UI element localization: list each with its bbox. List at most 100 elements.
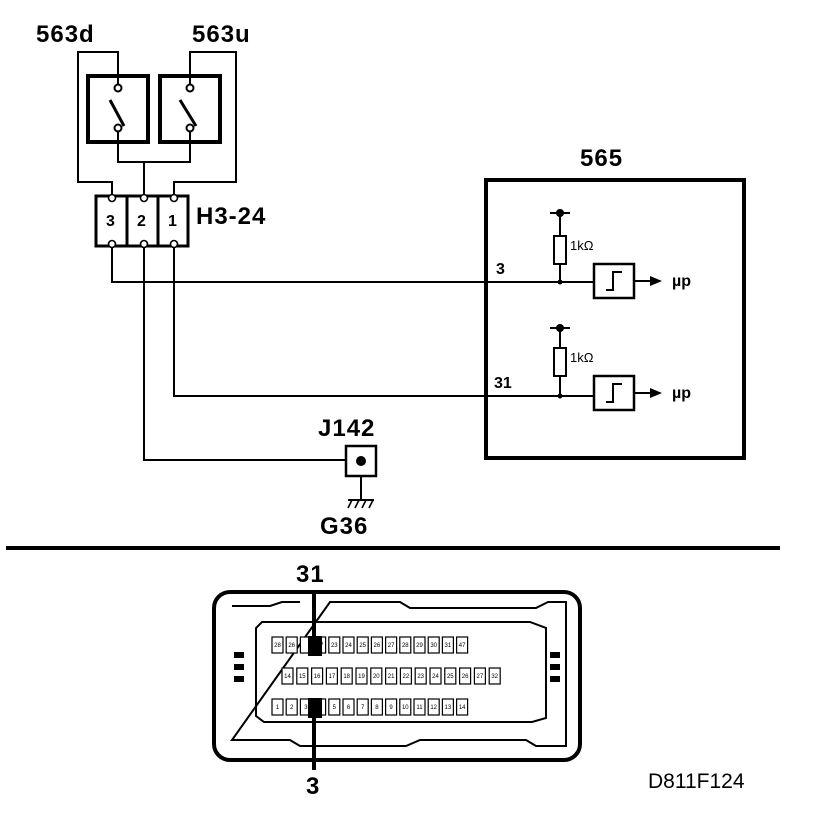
plug-pin-cell: [427, 698, 440, 716]
plug-pin-number: 7: [361, 705, 365, 711]
plug-pin-number: 18: [343, 674, 350, 680]
plug-pin-number: 26: [462, 674, 469, 680]
plug-pin-cell: [427, 636, 440, 654]
plug-pin-number: 20: [373, 674, 380, 680]
plug-pin-number: 16: [314, 674, 321, 680]
plug-pin-number: 28: [274, 643, 281, 649]
input-stage-upper: [550, 209, 662, 300]
plug-pin-cell: [444, 667, 457, 685]
plug-pin-number: 14: [284, 674, 291, 680]
plug-pin-number: 12: [430, 705, 437, 711]
plug-pin-number: 17: [329, 674, 336, 680]
resistor-lower: [553, 347, 567, 377]
plug-pin-number: 32: [491, 674, 498, 680]
plug-pin-number: 8: [375, 705, 379, 711]
plug-pin-number: 10: [402, 705, 409, 711]
junction-j142: [344, 444, 378, 500]
plug-pin-cell: [488, 667, 501, 685]
plug-pin-cell: [285, 636, 298, 654]
plug-pin-cell: [473, 667, 486, 685]
plug-pin-number: 31: [445, 643, 452, 649]
plug-pin-cell: [285, 698, 298, 716]
pin-3-highlight: [308, 698, 322, 718]
plug-pin-31-label: 31: [296, 561, 325, 588]
ecu-565-box: [484, 178, 746, 460]
plug-pin-cell: [399, 698, 412, 716]
plug-pin-cell: [441, 636, 454, 654]
connector-label: H3-24: [196, 203, 266, 230]
plug-pin-number: 24: [345, 643, 352, 649]
plug-pin-number: 23: [331, 643, 338, 649]
connector-pin-2: 2: [137, 213, 146, 230]
plug-pin-cell: [271, 636, 284, 654]
junction-label: J142: [318, 415, 375, 442]
ground-label: G36: [320, 513, 368, 540]
plug-pin-cell: [429, 667, 442, 685]
plug-pin-cell: [296, 667, 309, 685]
plug-pin-number: 23: [417, 674, 424, 680]
plug-pin-number: 5: [333, 705, 337, 711]
input-stage-lower: [550, 324, 662, 412]
plug-pin-cell: [414, 667, 427, 685]
plug-pin-number: 29: [416, 643, 423, 649]
switch-563d-label: 563d: [36, 21, 95, 48]
plug-pin-cell: [356, 636, 369, 654]
plug-pin-cell: [456, 698, 469, 716]
drawing-id: D811F124: [648, 770, 745, 793]
plug-pin-cell: [413, 636, 426, 654]
plug-pin-number: 6: [347, 705, 351, 711]
ecu-pin-3: 3: [496, 261, 505, 278]
plug-pin-number: 24: [432, 674, 439, 680]
plug-pin-number: 25: [447, 674, 454, 680]
plug-pin-number: 3: [304, 705, 308, 711]
schmitt-trigger-upper: [592, 262, 636, 300]
plug-pin-cell: [271, 698, 284, 716]
plug-pin-number: 14: [459, 705, 466, 711]
resistor-lower-label: 1kΩ: [570, 350, 594, 365]
plug-pin-number: 26: [288, 643, 295, 649]
plug-pin-cell: [311, 667, 324, 685]
plug-pin-cell: [370, 667, 383, 685]
plug-pin-cell: [356, 698, 369, 716]
plug-pin-cell: [399, 636, 412, 654]
plug-pin-cell: [385, 667, 398, 685]
plug-pin-number: 30: [430, 643, 437, 649]
plug-pin-3-label: 3: [306, 773, 320, 800]
connector-pin-1: 1: [168, 213, 177, 230]
mcu-lower-label: µp: [672, 385, 691, 402]
plug-pin-number: 1: [276, 705, 280, 711]
mcu-upper-label: µp: [672, 273, 691, 290]
plug-pin-cell: [441, 698, 454, 716]
plug-pin-number: 11: [416, 705, 423, 711]
plug-pin-number: 13: [445, 705, 452, 711]
plug-pin-cell: [340, 667, 353, 685]
plug-pin-cell: [456, 636, 469, 654]
plug-pin-cell: [385, 698, 398, 716]
connector-pin-3: 3: [106, 213, 115, 230]
resistor-upper: [553, 235, 567, 265]
plug-pin-number: 27: [477, 674, 484, 680]
plug-pin-number: 21: [388, 674, 395, 680]
plug-pin-cell: [328, 636, 341, 654]
plug-pin-cell: [459, 667, 472, 685]
plug-pin-cell: [328, 698, 341, 716]
plug-pin-cell: [399, 667, 412, 685]
plug-pin-number: 47: [459, 643, 466, 649]
plug-pin-cell: [385, 636, 398, 654]
plug-pin-cell: [342, 636, 355, 654]
plug-pin-number: 2: [290, 705, 294, 711]
ecu-565-label: 565: [580, 145, 623, 172]
plug-pin-cell: [342, 698, 355, 716]
plug-pin-cell: [413, 698, 426, 716]
plug-pin-number: 22: [403, 674, 410, 680]
resistor-upper-label: 1kΩ: [570, 238, 594, 253]
connector-h3-24: 3 2 1: [94, 193, 190, 249]
plug-pin-number: 27: [388, 643, 395, 649]
plug-connector: 2826272324252627282930314714151617181920…: [212, 590, 582, 762]
plug-pin-number: 15: [299, 674, 306, 680]
ecu-pin-31: 31: [494, 375, 512, 392]
plug-pin-number: 26: [374, 643, 381, 649]
switch-563u-label: 563u: [192, 21, 251, 48]
plug-pin-cell: [355, 667, 368, 685]
